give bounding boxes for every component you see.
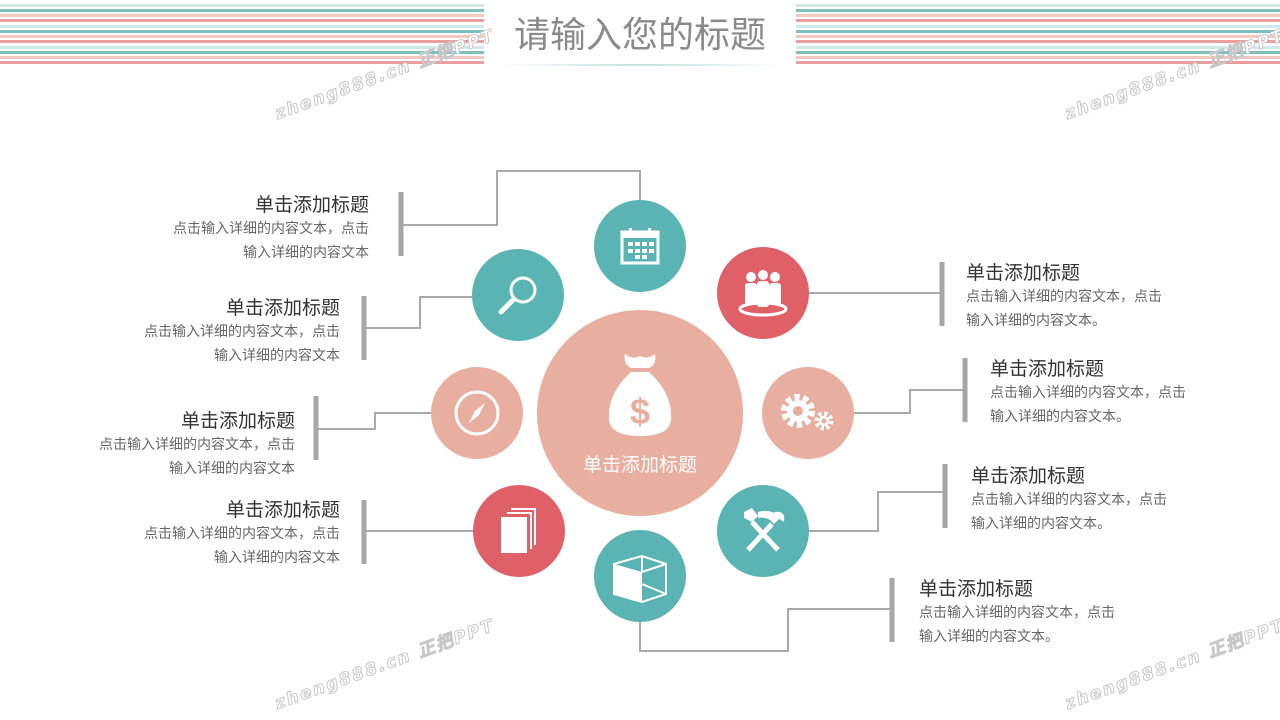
box-icon [613, 554, 667, 604]
team-circle[interactable] [717, 247, 809, 339]
item-desc[interactable]: 输入详细的内容文本。 [966, 313, 1106, 329]
box-circle[interactable] [594, 530, 686, 622]
right-item-3: 单击添加标题 点击输入详细的内容文本，点击 输入详细的内容文本。 [971, 464, 1167, 536]
connector [639, 608, 892, 652]
item-desc[interactable]: 点击输入详细的内容文本，点击 [971, 492, 1167, 508]
documents-icon [501, 508, 536, 553]
item-desc[interactable]: 点击输入详细的内容文本，点击 [144, 526, 340, 542]
item-desc[interactable]: 输入详细的内容文本。 [919, 629, 1059, 645]
item-title[interactable]: 单击添加标题 [225, 297, 340, 319]
item-title[interactable]: 单击添加标题 [966, 262, 1081, 284]
svg-text:$: $ [630, 391, 650, 432]
item-desc[interactable]: 点击输入详细的内容文本，点击 [144, 324, 340, 340]
tools-circle[interactable] [717, 485, 809, 577]
connector [317, 412, 431, 430]
compass-icon [454, 390, 500, 436]
compass-circle[interactable] [431, 367, 523, 459]
item-desc[interactable]: 点击输入详细的内容文本，点击 [173, 221, 369, 237]
search-circle[interactable] [472, 249, 564, 341]
left-item-3: 单击添加标题 点击输入详细的内容文本，点击 输入详细的内容文本 [99, 409, 295, 481]
item-desc[interactable]: 输入详细的内容文本 [169, 461, 295, 477]
tools-icon [744, 508, 785, 552]
header-stripes-right [796, 4, 1280, 66]
gears-icon [781, 394, 834, 431]
page-title[interactable]: 请输入您的标题 [513, 15, 766, 56]
item-desc[interactable]: 输入详细的内容文本。 [971, 516, 1111, 532]
right-item-1: 单击添加标题 点击输入详细的内容文本，点击 输入详细的内容文本。 [966, 261, 1162, 333]
connector [854, 389, 965, 414]
item-desc[interactable]: 输入详细的内容文本 [214, 550, 340, 566]
connector [402, 170, 641, 226]
item-title[interactable]: 单击添加标题 [919, 578, 1034, 600]
calendar-icon [620, 228, 660, 265]
item-title[interactable]: 单击添加标题 [990, 358, 1105, 380]
right-item-2: 单击添加标题 点击输入详细的内容文本，点击 输入详细的内容文本。 [990, 357, 1186, 429]
item-desc[interactable]: 点击输入详细的内容文本，点击 [919, 605, 1115, 621]
item-desc[interactable]: 点击输入详细的内容文本，点击 [990, 385, 1186, 401]
connector [809, 491, 945, 532]
center-label: 单击添加标题 [582, 453, 697, 476]
title-underline [500, 64, 780, 66]
search-icon [498, 276, 537, 315]
left-item-4: 单击添加标题 点击输入详细的内容文本，点击 输入详细的内容文本 [144, 498, 340, 570]
money-bag-icon: $ [608, 353, 672, 436]
left-item-2: 单击添加标题 点击输入详细的内容文本，点击 输入详细的内容文本 [144, 296, 340, 368]
item-title[interactable]: 单击添加标题 [180, 410, 295, 432]
item-title[interactable]: 单击添加标题 [225, 499, 340, 521]
gears-circle[interactable] [762, 367, 854, 459]
item-title[interactable]: 单击添加标题 [971, 465, 1086, 487]
item-desc[interactable]: 点击输入详细的内容文本，点击 [966, 289, 1162, 305]
documents-circle[interactable] [473, 485, 565, 577]
right-item-4: 单击添加标题 点击输入详细的内容文本，点击 输入详细的内容文本。 [919, 577, 1115, 649]
item-desc[interactable]: 输入详细的内容文本 [243, 245, 369, 261]
item-desc[interactable]: 输入详细的内容文本。 [990, 409, 1130, 425]
left-item-1: 单击添加标题 点击输入详细的内容文本，点击 输入详细的内容文本 [173, 193, 369, 265]
item-title[interactable]: 单击添加标题 [254, 194, 369, 216]
calendar-circle[interactable] [594, 200, 686, 292]
team-icon [738, 270, 788, 317]
connector [365, 296, 472, 329]
item-desc[interactable]: 点击输入详细的内容文本，点击 [99, 437, 295, 453]
item-desc[interactable]: 输入详细的内容文本 [214, 348, 340, 364]
center-circle[interactable]: $ 单击添加标题 [537, 310, 743, 516]
header-stripes-left [0, 4, 484, 66]
